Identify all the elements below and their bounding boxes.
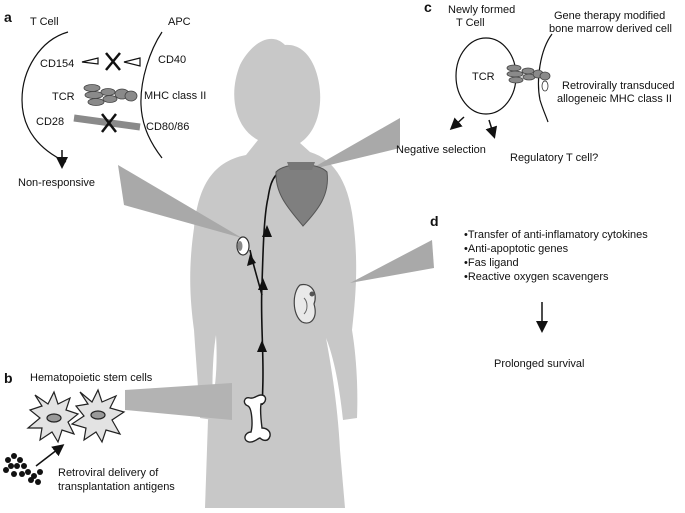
strategy-item-3: •Fas ligand: [464, 257, 519, 269]
panel-d-letter: d: [430, 213, 439, 229]
silhouette-shape: [190, 38, 358, 508]
new-t-cell-line1: Newly formed: [448, 4, 515, 16]
retro-label-line1: Retrovirally transduced: [562, 80, 675, 92]
flow-arrow-3: [262, 225, 272, 237]
panel-c-letter: c: [424, 0, 432, 15]
tcr-label: TCR: [52, 91, 75, 103]
negative-selection-label: Negative selection: [396, 144, 486, 156]
block-x-top: [105, 52, 121, 71]
strategy-item-1: •Transfer of anti-inflamatory cytokines: [464, 229, 648, 241]
non-responsive-label: Non-responsive: [18, 177, 95, 189]
panel-b: b Hematopoietic stem cells Retroviral de…: [3, 370, 175, 493]
pointer-wedges: [118, 118, 434, 420]
tcr-mhc-complex-c: [506, 64, 551, 92]
heart-organ: [275, 162, 328, 227]
tcr-mhc-complex: [83, 84, 138, 106]
cd154-label: CD154: [40, 58, 74, 70]
negative-selection-arrow: [449, 116, 465, 131]
cd154-cd40-molecules: [81, 57, 141, 67]
flow-arrow-2: [258, 278, 268, 290]
delivery-label-line1: Retroviral delivery of: [58, 467, 159, 479]
gene-therapy-line2: bone marrow derived cell: [549, 23, 672, 35]
flow-arrow-4: [247, 254, 256, 266]
regulatory-arrow: [485, 119, 498, 139]
retroviral-delivery-arrow: [35, 444, 65, 467]
flow-arrow-1: [257, 340, 267, 352]
bone-marrow-cell-membrane: [537, 33, 553, 123]
circulation-path: [247, 174, 277, 406]
cd28-label: CD28: [36, 116, 64, 128]
panel-b-letter: b: [4, 370, 13, 386]
stem-cell-2: [70, 388, 126, 444]
panel-a-letter: a: [4, 9, 12, 25]
panel-a: a T Cell APC CD154 CD40 TCR MHC class II…: [4, 9, 206, 189]
t-cell-label: T Cell: [30, 16, 59, 28]
apc-label: APC: [168, 16, 191, 28]
stem-cells-label: Hematopoietic stem cells: [30, 372, 153, 384]
mhc-label: MHC class II: [144, 90, 206, 102]
wedge-to-thymus: [118, 165, 242, 238]
delivery-label-line2: transplantation antigens: [58, 481, 175, 493]
panel-c: c Newly formed T Cell Gene therapy modif…: [396, 0, 675, 164]
bone-organ: [243, 394, 271, 443]
strategy-item-2: •Anti-apoptotic genes: [464, 243, 569, 255]
apc-membrane: [140, 31, 163, 159]
block-x-bottom: [101, 113, 117, 133]
cd40-label: CD40: [158, 54, 186, 66]
new-t-cell-line2: T Cell: [456, 17, 485, 29]
t-cell-membrane: [21, 31, 69, 163]
regulatory-t-cell-label: Regulatory T cell?: [510, 152, 598, 164]
wedge-to-heart: [309, 118, 400, 170]
wedge-to-kidney: [350, 240, 434, 283]
cd28-cd80-bar: [73, 114, 141, 131]
prolonged-survival-label: Prolonged survival: [494, 358, 585, 370]
cd80-label: CD80/86: [146, 121, 189, 133]
stem-cell-1: [26, 390, 80, 444]
tcr-label-c: TCR: [472, 71, 495, 83]
panel-d: d •Transfer of anti-inflamatory cytokine…: [430, 213, 648, 370]
kidney-organ: [293, 283, 316, 324]
strategy-item-4: •Reactive oxygen scavengers: [464, 271, 609, 283]
retrovirus-particles: [3, 453, 43, 485]
body-silhouette: [190, 38, 358, 508]
gene-therapy-line1: Gene therapy modified: [554, 10, 665, 22]
wedge-to-bone: [125, 383, 232, 420]
retro-label-line2: allogeneic MHC class II: [557, 93, 672, 105]
thymus-organ: [236, 236, 250, 256]
